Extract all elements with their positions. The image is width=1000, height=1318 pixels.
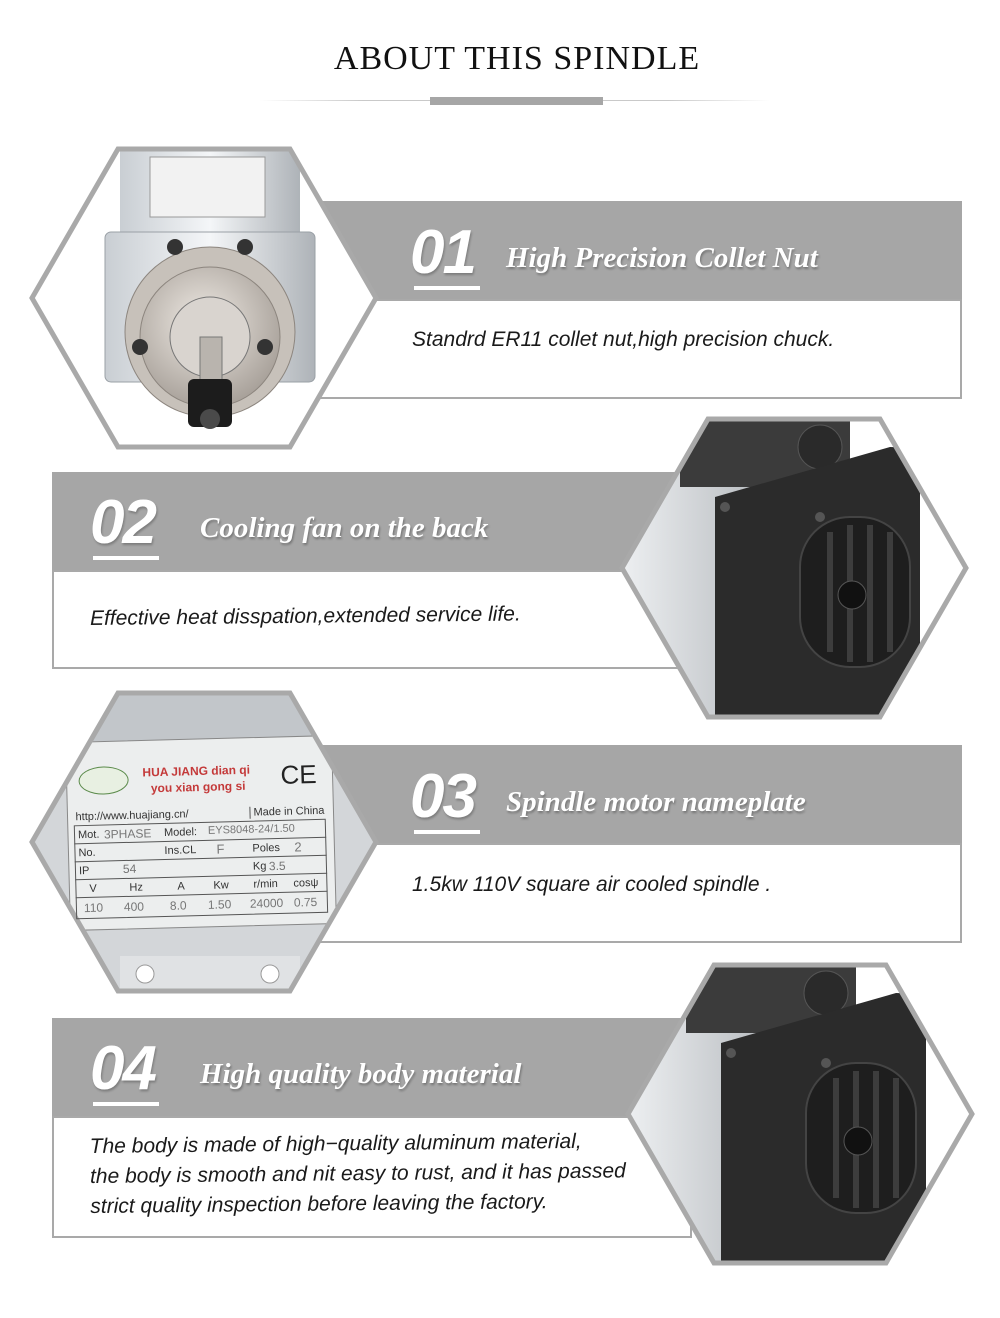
feature-4-heading: High quality body material [200,1058,522,1090]
nameplate-url: http://www.huajiang.cn/ [75,808,189,824]
nameplate-made-in: Made in China [249,804,325,819]
nameplate-hexagon [29,690,379,994]
nameplate-no-label: No. [78,846,96,860]
cooling-fan-hexagon [619,416,969,720]
feature-1-description: Standrd ER11 collet nut,high precision c… [412,328,835,351]
feature-3-number: 03 [410,762,477,831]
nameplate-ip-value: 54 [122,861,137,877]
feature-2-number-underline [93,556,159,560]
feature-4-number-underline [93,1102,159,1106]
nameplate-header-a: A [177,880,185,893]
feature-4-box [52,1116,692,1238]
feature-1-number-underline [414,286,480,290]
nameplate-header-hz: Hz [129,881,144,894]
nameplate-value-rmin: 24000 [249,895,284,911]
nameplate-header-v: V [89,882,97,895]
feature-3-description: 1.5kw 110V square air cooled spindle . [412,873,772,896]
feature-1-heading: High Precision Collet Nut [506,242,818,274]
nameplate-poles-label: Poles [252,841,281,855]
nameplate-ip-label: IP [78,864,90,878]
nameplate-header-rmin: r/min [253,878,278,891]
feature-4-band [52,1018,692,1116]
nameplate-model-value: EYS8048-24/1.50 [207,822,295,837]
nameplate-kg-value: 3.5 [268,858,286,874]
nameplate-value-cos: 0.75 [293,894,318,910]
feature-4-description-line: strict quality inspection before leaving… [90,1190,548,1218]
nameplate-header-kw: Kw [213,879,229,892]
nameplate-model-label: Model: [163,826,198,839]
nameplate: HUA JIANG dian qi you xian gong si CE ht… [68,739,335,926]
nameplate-logo [78,765,129,796]
feature-1-band [300,201,962,299]
nameplate-brand-line1: HUA JIANG dian qi [142,762,251,780]
nameplate-ins-label: Ins.CL [164,844,197,857]
nameplate-mot-label: Mot. [77,828,100,842]
nameplate-value-kw: 1.50 [207,897,232,912]
nameplate-kg-label: Kg [252,860,267,873]
ce-mark: CE [280,758,318,790]
feature-2-number: 02 [90,488,157,557]
feature-1-number: 01 [410,218,477,287]
feature-4-number: 04 [90,1034,157,1103]
nameplate-mot-value: 3PHASE [103,826,152,842]
feature-3-band [300,745,962,843]
feature-4-description: The body is made of high−quality aluminu… [90,1126,627,1222]
nameplate-poles-value: 2 [294,839,302,855]
nameplate-value-v: 110 [83,900,104,916]
feature-3-box [300,843,962,943]
page-title: ABOUT THIS SPINDLE [333,40,701,77]
feature-3-heading: Spindle motor nameplate [506,786,806,818]
body-material-hexagon [625,962,975,1266]
feature-3-number-underline [414,830,480,834]
nameplate-ins-value: F [216,841,225,857]
feature-1-box [300,299,962,399]
nameplate-header-cos: cosψ [293,876,319,890]
nameplate-brand-line2: you xian gong si [150,778,246,796]
title-accent-bar [430,97,603,105]
spindle-front-hexagon [29,146,379,450]
feature-2-description: Effective heat disspation,extended servi… [89,602,521,630]
nameplate-value-hz: 400 [123,899,145,915]
feature-2-band [52,472,692,570]
feature-2-heading: Cooling fan on the back [200,512,489,544]
nameplate-value-a: 8.0 [169,898,187,913]
